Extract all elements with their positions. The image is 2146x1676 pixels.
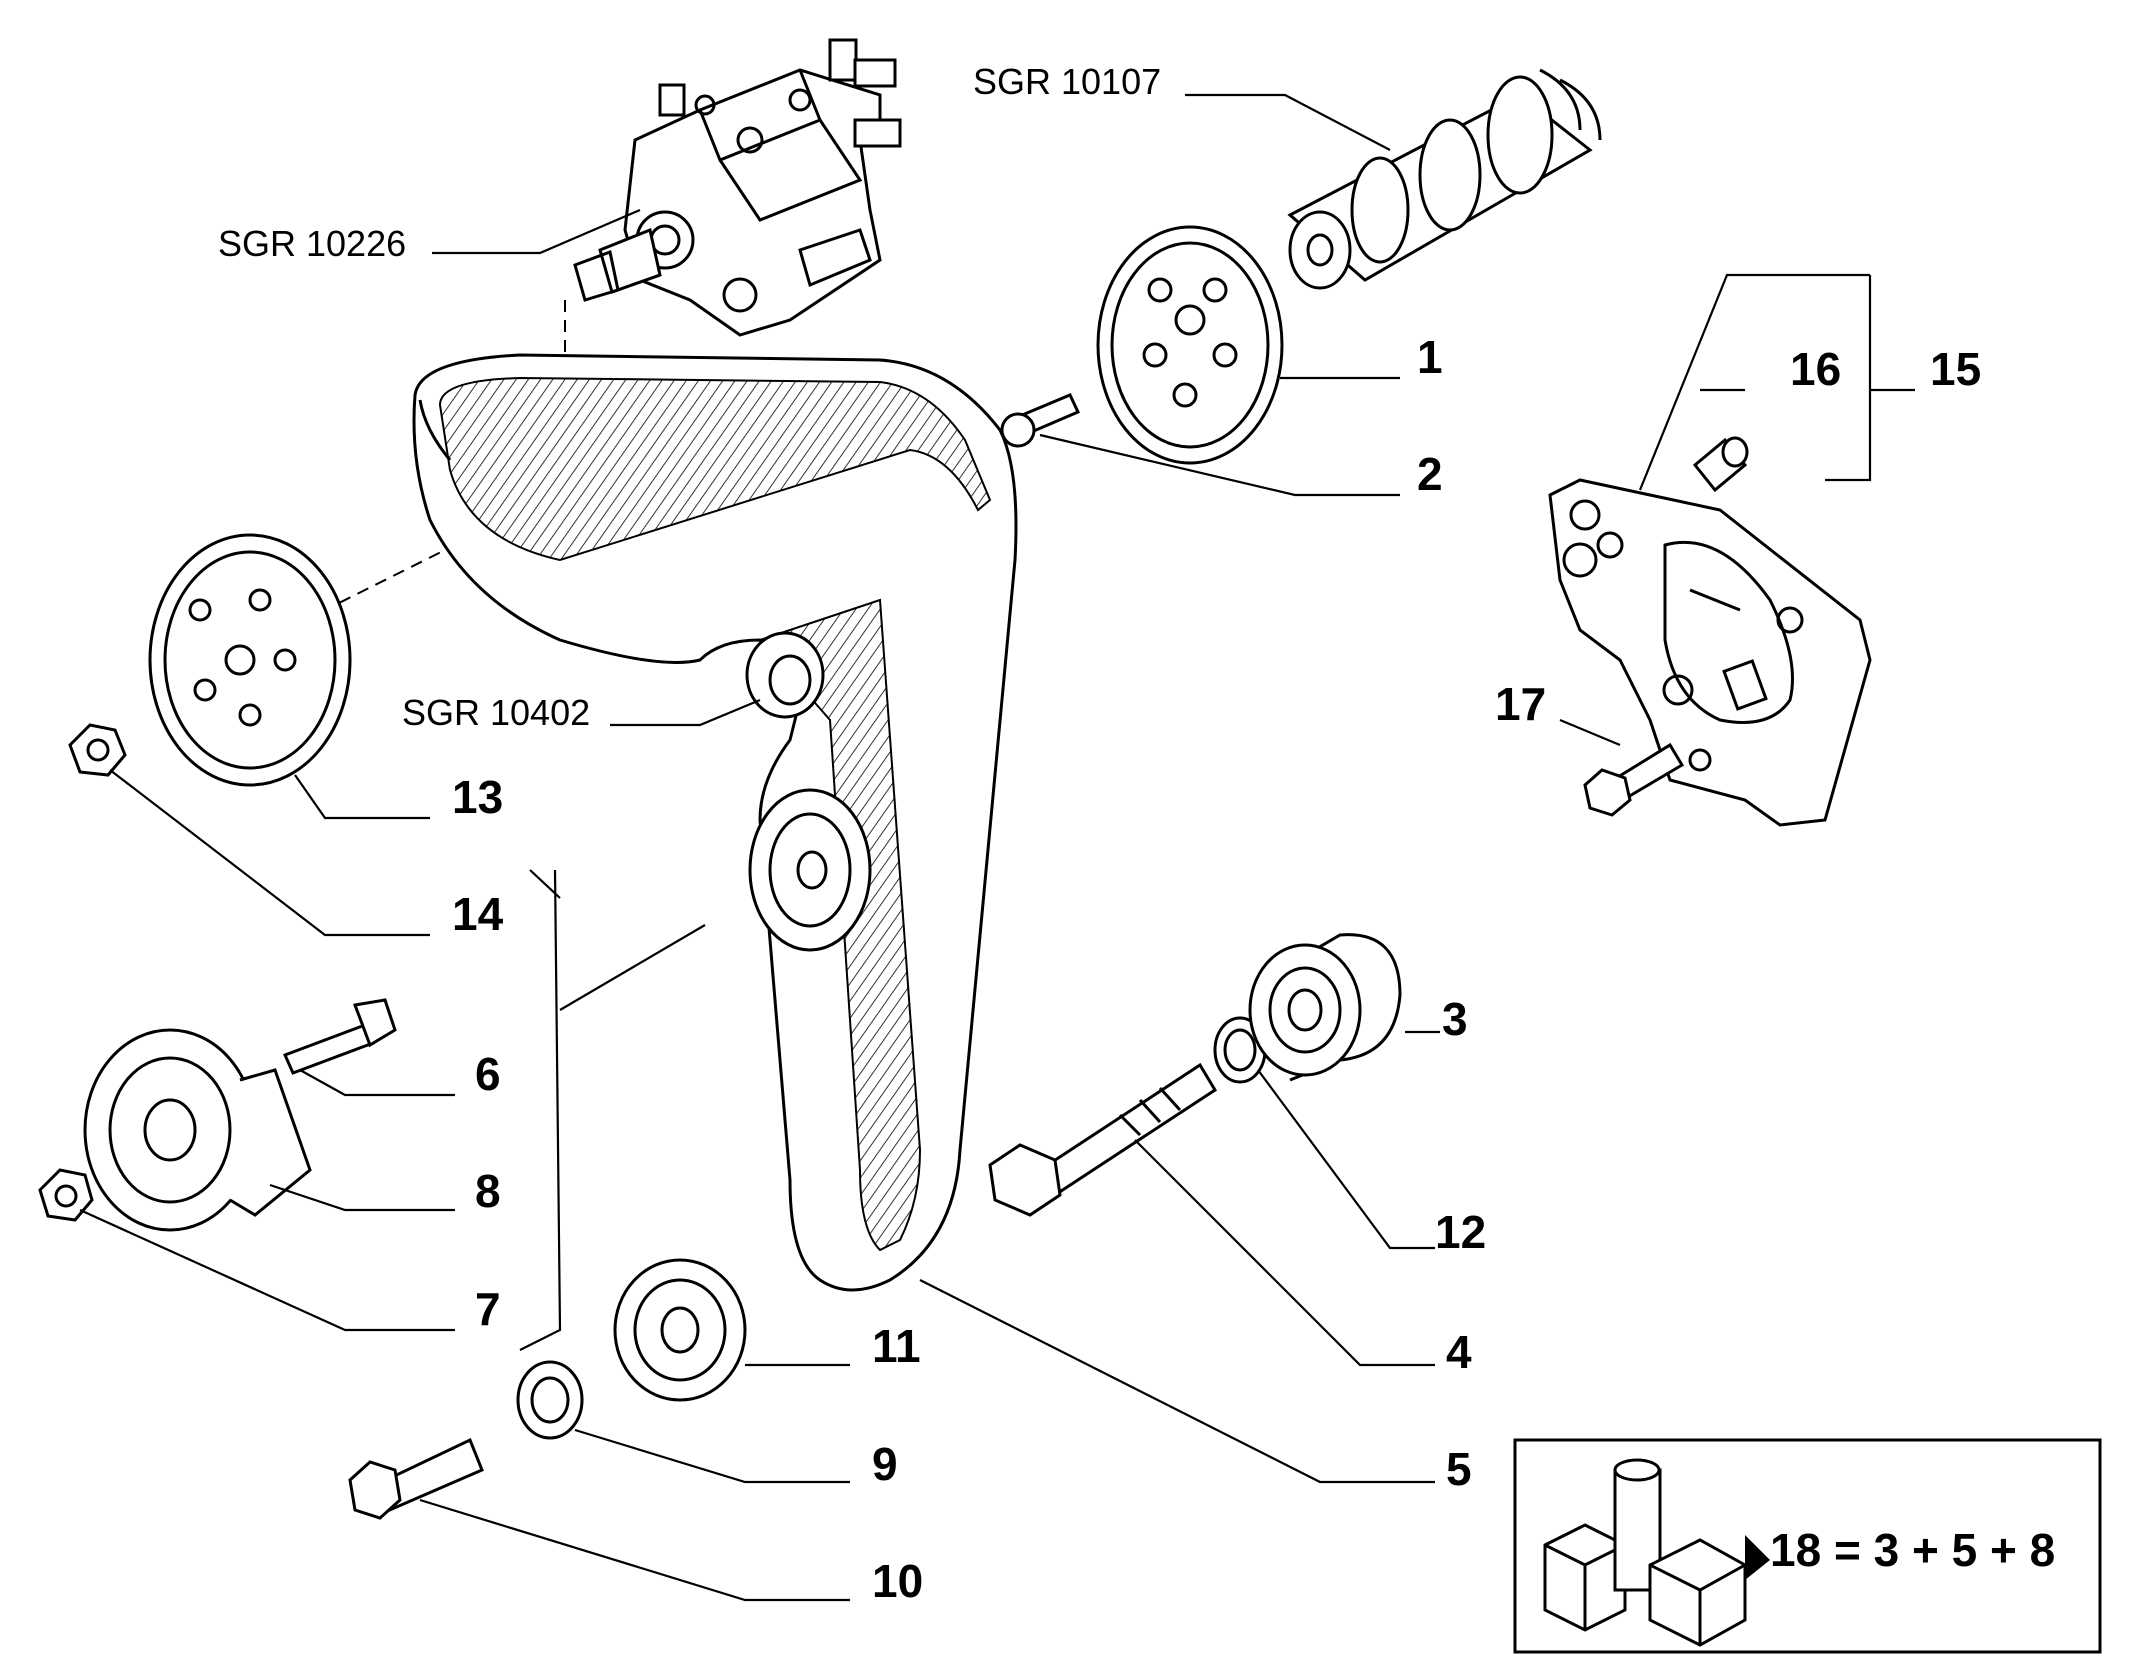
cover-bolt: [1583, 742, 1685, 817]
dowel-pin: [1692, 436, 1749, 493]
part-number-5: 5: [1446, 1443, 1472, 1495]
part-number-7: 7: [475, 1283, 501, 1335]
label-sgr-10226: SGR 10226: [218, 223, 406, 264]
kit-box: 18 = 3 + 5 + 8: [1513, 1438, 2102, 1654]
idler-roller: [1248, 933, 1402, 1082]
part-number-16: 16: [1790, 343, 1841, 395]
label-sgr-10402: SGR 10402: [402, 692, 590, 733]
part-number-9: 9: [872, 1438, 898, 1490]
part-number-10: 10: [872, 1555, 923, 1607]
part-number-11: 11: [872, 1320, 921, 1372]
spacer-ring: [516, 1360, 584, 1440]
tensioner-nut: [38, 1168, 94, 1222]
injection-pump-pulley: [148, 533, 352, 787]
part-number-15: 15: [1930, 343, 1981, 395]
timing-belt: [412, 353, 1018, 1292]
camshaft-pulley: [1096, 225, 1284, 465]
part-number-3: 3: [1442, 993, 1468, 1045]
timing-cover-bracket: [1548, 478, 1872, 827]
part-number-12: 12: [1435, 1206, 1486, 1258]
leader-lines: [79, 93, 1915, 1602]
kit-formula: 18 = 3 + 5 + 8: [1770, 1524, 2055, 1576]
fuel-pump: [573, 38, 902, 337]
part-number-8: 8: [475, 1165, 501, 1217]
belt-tensioner: [83, 1028, 312, 1232]
pulley-bolt: [1000, 393, 1081, 448]
part-number-14: 14: [452, 888, 504, 940]
belt-pulley-center: [748, 788, 872, 952]
label-sgr-10107: SGR 10107: [973, 61, 1161, 102]
crankshaft-bolt: [348, 1437, 484, 1520]
belt-idler-roller: [745, 631, 825, 719]
part-number-17: 17: [1495, 678, 1546, 730]
part-number-4: 4: [1446, 1326, 1472, 1378]
crankshaft-pulley: [613, 1258, 747, 1402]
part-number-13: 13: [452, 771, 503, 823]
pulley-nut: [68, 723, 127, 777]
tensioner-bolt: [282, 998, 397, 1075]
part-number-1: 1: [1417, 331, 1443, 383]
part-number-6: 6: [475, 1048, 501, 1100]
idler-bolt: [988, 1062, 1218, 1217]
camshaft: [1287, 68, 1602, 290]
fiat-kit-icon: [1543, 1458, 1770, 1647]
part-number-2: 2: [1417, 448, 1443, 500]
